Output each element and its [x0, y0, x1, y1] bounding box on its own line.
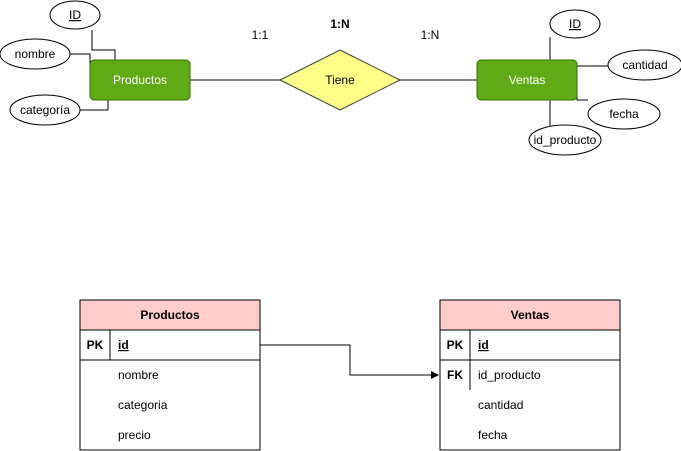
table-ventas-row-0-key: PK: [447, 338, 464, 352]
table-ventas-row-3-field[interactable]: fecha: [478, 428, 508, 442]
table-ventas-row-2-field[interactable]: cantidad: [478, 398, 523, 412]
attribute-productos-nombre[interactable]: nombre: [0, 38, 71, 70]
connector-productos-id[interactable]: [91, 30, 116, 60]
table-productos-title: Productos: [140, 308, 200, 322]
cardinality-right: 1:N: [421, 28, 440, 42]
connector-productos-categoria[interactable]: [80, 100, 109, 111]
attribute-productos-id[interactable]: ID: [49, 0, 101, 30]
relationship-tiene[interactable]: Tiene: [278, 49, 402, 111]
attribute-ventas-fecha-label: fecha: [609, 107, 639, 121]
table-ventas-title: Ventas: [511, 308, 550, 322]
cardinality-center: 1:N: [330, 17, 349, 31]
relationship-tiene-label: Tiene: [325, 73, 355, 87]
er-connectors: [70, 30, 608, 126]
table-ventas-row-1-key: FK: [447, 368, 463, 382]
entity-ventas-label: Ventas: [509, 73, 546, 87]
attribute-productos-id-label: ID: [69, 8, 81, 22]
table-ventas-row-1-field[interactable]: id_producto: [478, 368, 541, 382]
attribute-ventas-fecha[interactable]: fecha: [587, 98, 661, 130]
cardinality-left: 1:1: [252, 28, 269, 42]
attribute-ventas-id-producto[interactable]: id_producto: [528, 124, 602, 156]
attribute-ventas-id[interactable]: ID: [549, 9, 601, 39]
table-ventas[interactable]: Ventas PK id FK id_producto cantidad fec…: [439, 299, 621, 451]
attribute-productos-categoria-label: categoría: [20, 103, 70, 117]
table-ventas-row-0-field[interactable]: id: [478, 338, 489, 352]
attribute-ventas-cantidad-label: cantidad: [622, 58, 667, 72]
table-productos-header: [79, 299, 261, 331]
attribute-productos-categoria[interactable]: categoría: [9, 94, 81, 126]
attribute-ventas-id-producto-label: id_producto: [534, 133, 597, 147]
table-productos-row-2-field[interactable]: categoria: [118, 398, 168, 412]
fk-arrow-productos-ventas[interactable]: [260, 344, 439, 379]
table-productos-row-3-field[interactable]: precio: [118, 428, 151, 442]
connector-ventas-fecha[interactable]: [576, 86, 588, 101]
entity-productos[interactable]: Productos: [89, 59, 191, 101]
attribute-ventas-cantidad[interactable]: cantidad: [607, 49, 681, 81]
table-productos[interactable]: Productos PK id nombre categoria precio: [79, 299, 261, 451]
attribute-ventas-id-label: ID: [569, 17, 581, 31]
table-ventas-header: [439, 299, 621, 331]
table-productos-row-1-field[interactable]: nombre: [118, 368, 159, 382]
attribute-productos-nombre-label: nombre: [15, 47, 56, 61]
entity-ventas[interactable]: Ventas: [476, 59, 578, 101]
entity-productos-label: Productos: [113, 73, 167, 87]
table-productos-row-0-key: PK: [87, 338, 104, 352]
connector-productos-nombre[interactable]: [70, 53, 91, 70]
table-productos-row-0-field[interactable]: id: [118, 338, 129, 352]
